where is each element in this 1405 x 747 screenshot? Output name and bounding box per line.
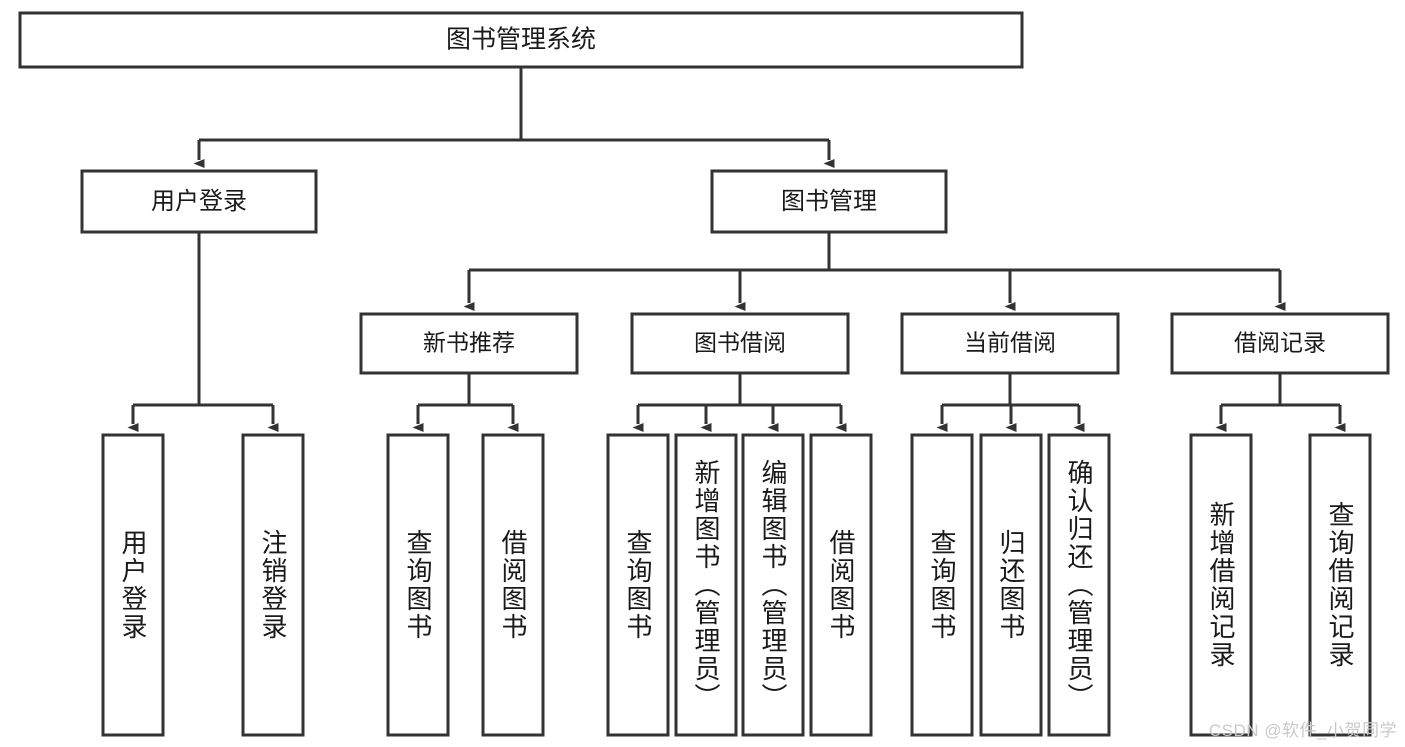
node-leaf-query-book-3-rect[interactable] [910, 433, 974, 737]
node-leaf-logout-label: 注销登录 [258, 529, 288, 641]
node-user-login-rect[interactable] [80, 169, 318, 234]
node-leaf-edit-book-admin-labelbox: 编辑图书（管理员） [758, 459, 788, 711]
node-leaf-query-book-1-label: 查询图书 [403, 529, 433, 641]
node-leaf-add-book-admin-rect[interactable] [674, 433, 738, 737]
node-leaf-borrow-book-1-label: 借阅图书 [498, 529, 528, 641]
node-leaf-query-book-2-label: 查询图书 [623, 529, 653, 641]
node-leaf-confirm-return-admin-label: 确认归还（管理员） [1064, 459, 1094, 711]
node-leaf-query-book-2-labelbox: 查询图书 [623, 529, 653, 641]
node-leaf-user-login-label: 用户登录 [118, 529, 148, 641]
node-leaf-confirm-return-admin-rect[interactable] [1047, 433, 1111, 737]
node-leaf-edit-book-admin-rect[interactable] [741, 433, 805, 737]
node-leaf-query-book-2-rect[interactable] [606, 433, 670, 737]
node-current-borrow-rect[interactable] [900, 312, 1120, 375]
node-leaf-confirm-return-admin[interactable]: 确认归还（管理员） [1047, 433, 1111, 737]
node-borrow-record-rect[interactable] [1170, 312, 1390, 375]
node-book-management-rect[interactable] [710, 169, 948, 234]
node-leaf-borrow-book-1-labelbox: 借阅图书 [498, 529, 528, 641]
node-leaf-add-book-admin[interactable]: 新增图书（管理员） [674, 433, 738, 737]
node-new-book-recommend-label: 新书推荐 [423, 330, 515, 356]
node-leaf-confirm-return-admin-labelbox: 确认归还（管理员） [1064, 459, 1094, 711]
node-leaf-add-book-admin-labelbox: 新增图书（管理员） [691, 459, 721, 711]
node-leaf-logout[interactable]: 注销登录 [241, 433, 305, 737]
node-leaf-borrow-book-1[interactable]: 借阅图书 [481, 433, 545, 737]
node-leaf-logout-labelbox: 注销登录 [258, 529, 288, 641]
node-leaf-logout-rect[interactable] [241, 433, 305, 737]
node-leaf-user-login-rect[interactable] [101, 433, 165, 737]
node-new-book-recommend-rect[interactable] [359, 312, 579, 375]
node-user-login[interactable]: 用户登录 [80, 169, 318, 234]
node-book-management-label: 图书管理 [781, 188, 877, 215]
node-leaf-user-login[interactable]: 用户登录 [101, 433, 165, 737]
node-leaf-return-book[interactable]: 归还图书 [979, 433, 1043, 737]
node-leaf-query-borrow-record[interactable]: 查询借阅记录 [1308, 433, 1372, 737]
node-leaf-add-borrow-record-label: 新增借阅记录 [1206, 501, 1236, 669]
node-leaf-return-book-label: 归还图书 [996, 529, 1026, 641]
node-leaf-query-book-1-rect[interactable] [386, 433, 450, 737]
node-new-book-recommend[interactable]: 新书推荐 [359, 312, 579, 375]
node-boxes: 图书管理系统用户登录图书管理新书推荐图书借阅当前借阅借阅记录用户登录注销登录查询… [18, 11, 1390, 737]
node-leaf-query-book-3-label: 查询图书 [927, 529, 957, 641]
connector-lines [127, 67, 1346, 432]
node-user-login-label: 用户登录 [151, 188, 247, 215]
node-book-borrow[interactable]: 图书借阅 [630, 312, 850, 375]
node-leaf-query-borrow-record-labelbox: 查询借阅记录 [1325, 501, 1355, 669]
node-current-borrow-label: 当前借阅 [964, 330, 1056, 356]
node-leaf-edit-book-admin-label: 编辑图书（管理员） [758, 459, 788, 711]
node-book-borrow-rect[interactable] [630, 312, 850, 375]
node-leaf-query-book-1[interactable]: 查询图书 [386, 433, 450, 737]
node-leaf-add-borrow-record-rect[interactable] [1189, 433, 1253, 737]
node-leaf-add-borrow-record-labelbox: 新增借阅记录 [1206, 501, 1236, 669]
node-leaf-query-book-1-labelbox: 查询图书 [403, 529, 433, 641]
node-leaf-query-book-2[interactable]: 查询图书 [606, 433, 670, 737]
node-system-title-rect[interactable] [18, 11, 1024, 69]
node-current-borrow[interactable]: 当前借阅 [900, 312, 1120, 375]
node-leaf-add-borrow-record[interactable]: 新增借阅记录 [1189, 433, 1253, 737]
node-leaf-borrow-book-2-label: 借阅图书 [826, 529, 856, 641]
node-book-management[interactable]: 图书管理 [710, 169, 948, 234]
node-leaf-add-book-admin-label: 新增图书（管理员） [691, 459, 721, 711]
node-leaf-query-book-3[interactable]: 查询图书 [910, 433, 974, 737]
node-leaf-return-book-rect[interactable] [979, 433, 1043, 737]
node-leaf-borrow-book-2-rect[interactable] [809, 433, 873, 737]
node-leaf-query-borrow-record-label: 查询借阅记录 [1325, 501, 1355, 669]
node-system-title-label: 图书管理系统 [446, 26, 596, 54]
node-leaf-query-book-3-labelbox: 查询图书 [927, 529, 957, 641]
node-borrow-record[interactable]: 借阅记录 [1170, 312, 1390, 375]
node-leaf-borrow-book-1-rect[interactable] [481, 433, 545, 737]
node-leaf-user-login-labelbox: 用户登录 [118, 529, 148, 641]
node-system-title[interactable]: 图书管理系统 [18, 11, 1024, 69]
node-leaf-edit-book-admin[interactable]: 编辑图书（管理员） [741, 433, 805, 737]
node-leaf-query-borrow-record-rect[interactable] [1308, 433, 1372, 737]
node-leaf-borrow-book-2[interactable]: 借阅图书 [809, 433, 873, 737]
node-leaf-return-book-labelbox: 归还图书 [996, 529, 1026, 641]
node-leaf-borrow-book-2-labelbox: 借阅图书 [826, 529, 856, 641]
node-book-borrow-label: 图书借阅 [694, 330, 786, 356]
node-borrow-record-label: 借阅记录 [1234, 330, 1326, 356]
